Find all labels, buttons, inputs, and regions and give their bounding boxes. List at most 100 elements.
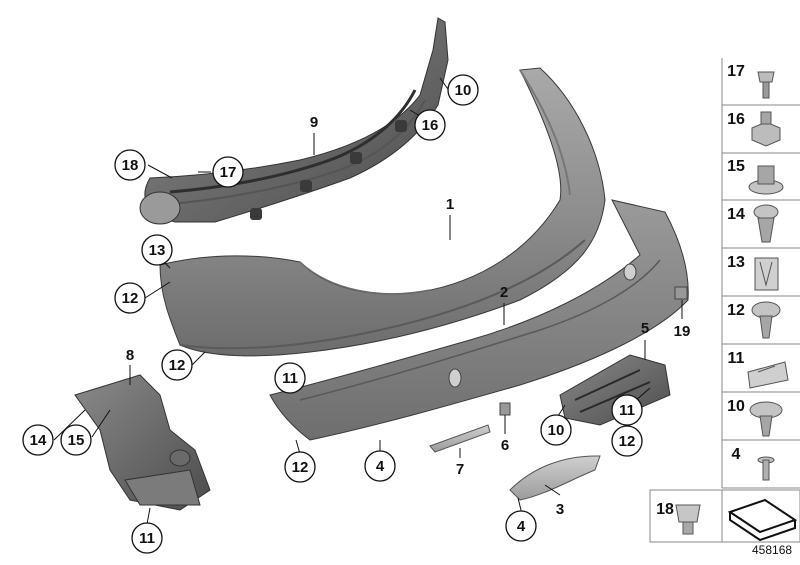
callout-label: 19 <box>674 323 691 340</box>
callout-label: 12 <box>169 357 186 374</box>
callout-label: 8 <box>126 347 134 364</box>
callout-c12d: 12 <box>611 425 643 457</box>
callout-label: 2 <box>500 284 508 301</box>
callout-c10b: 10 <box>540 414 572 446</box>
bumper-trim-panel <box>159 67 606 357</box>
callout-circle <box>131 522 163 554</box>
collar-screw-icon <box>749 401 783 437</box>
callout-label: 5 <box>641 320 649 337</box>
callout-label: 10 <box>455 82 472 99</box>
callout-circle <box>22 424 54 456</box>
callout-circle <box>414 109 446 141</box>
callout-c12b: 12 <box>161 349 193 381</box>
callout-label: 12 <box>122 290 139 307</box>
side-panel-labels: 17 16 15 14 13 12 11 10 4 18 <box>656 63 745 518</box>
clip-nut-icon <box>754 257 779 291</box>
callout-c15: 15 <box>60 424 92 456</box>
callout-c3: 3 <box>556 501 564 518</box>
side-panel-label-pin: 4 <box>732 446 741 463</box>
screw-icon <box>757 71 775 99</box>
callout-label: 10 <box>548 422 565 439</box>
callout-c7: 7 <box>456 461 464 478</box>
callout-circle <box>540 414 572 446</box>
callout-label: 17 <box>220 164 237 181</box>
callout-circle <box>611 425 643 457</box>
callout-circle <box>60 424 92 456</box>
callout-circle <box>161 349 193 381</box>
callout-label: 13 <box>149 242 166 259</box>
callout-c16: 16 <box>414 109 446 141</box>
callout-label: 9 <box>310 114 318 131</box>
reflector-strip <box>429 424 491 453</box>
side-panel-label-screw: 17 <box>727 63 745 80</box>
side-panel-label-screw: 12 <box>727 302 745 319</box>
callout-circle <box>364 450 396 482</box>
side-bracket <box>74 374 211 511</box>
callout-circle <box>505 510 537 542</box>
callout-label: 3 <box>556 501 564 518</box>
callout-label: 1 <box>446 196 454 213</box>
callout-label: 7 <box>456 461 464 478</box>
callout-c11c: 11 <box>611 394 643 426</box>
callout-label: 14 <box>30 432 47 449</box>
callout-label: 18 <box>122 157 139 174</box>
callout-c4a: 4 <box>505 510 537 542</box>
pin-icon <box>757 456 775 481</box>
bent-panel-icon <box>727 498 798 542</box>
small-cover-6 <box>499 402 511 416</box>
callout-c5: 5 <box>641 320 649 337</box>
lower-trim-panel <box>269 199 689 441</box>
callout-label: 15 <box>68 432 85 449</box>
callout-label: 6 <box>501 437 509 454</box>
fastener-panel: 17 16 15 14 13 12 11 10 4 18 <box>649 58 800 543</box>
plastic-nut-icon <box>675 504 701 535</box>
callout-c9: 9 <box>310 114 318 131</box>
hex-nut-icon <box>751 111 781 147</box>
side-panel-label-expanding-rivet: 14 <box>727 206 745 223</box>
callout-circle <box>447 74 479 106</box>
callout-circle <box>141 234 173 266</box>
callout-label: 12 <box>292 459 309 476</box>
bumper-carrier <box>139 17 449 225</box>
small-cover-19 <box>674 286 688 300</box>
callout-c11a: 11 <box>131 522 163 554</box>
side-panel-label-collar-screw: 10 <box>727 398 745 415</box>
callout-label: 12 <box>619 433 636 450</box>
side-panel-label-plastic-nut: 18 <box>656 501 674 518</box>
collar-nut-icon <box>748 165 784 195</box>
callout-c11b: 11 <box>274 362 306 394</box>
callout-circle <box>284 451 316 483</box>
callout-circle <box>114 149 146 181</box>
callout-circle <box>212 156 244 188</box>
callout-circle <box>611 394 643 426</box>
spring-clip-icon <box>747 361 789 389</box>
side-panel-label-collar-nut: 15 <box>727 158 745 175</box>
callout-circle <box>274 362 306 394</box>
callout-c17: 17 <box>212 156 244 188</box>
callout-c14: 14 <box>22 424 54 456</box>
callout-c12c: 12 <box>284 451 316 483</box>
expanding-rivet-icon <box>753 204 779 243</box>
callout-c2: 2 <box>500 284 508 301</box>
screw-large-icon <box>751 301 781 339</box>
side-panel-label-hex-nut: 16 <box>727 111 745 128</box>
underbody-panel <box>509 455 601 501</box>
side-panel-label-clip-nut: 13 <box>727 254 745 271</box>
callout-label: 11 <box>282 370 298 387</box>
callout-c4b: 4 <box>364 450 396 482</box>
callout-label: 4 <box>376 458 385 475</box>
callout-label: 11 <box>619 402 635 419</box>
callout-c19: 19 <box>674 323 691 340</box>
callout-label: 16 <box>422 117 439 134</box>
callout-circle <box>114 282 146 314</box>
side-panel-label-spring-clip: 11 <box>728 350 745 367</box>
callout-c1: 1 <box>446 196 454 213</box>
callout-c10a: 10 <box>447 74 479 106</box>
callout-c18: 18 <box>114 149 146 181</box>
diagram-id: 458168 <box>752 543 792 557</box>
callout-label: 4 <box>517 518 526 535</box>
callout-c6: 6 <box>501 437 509 454</box>
